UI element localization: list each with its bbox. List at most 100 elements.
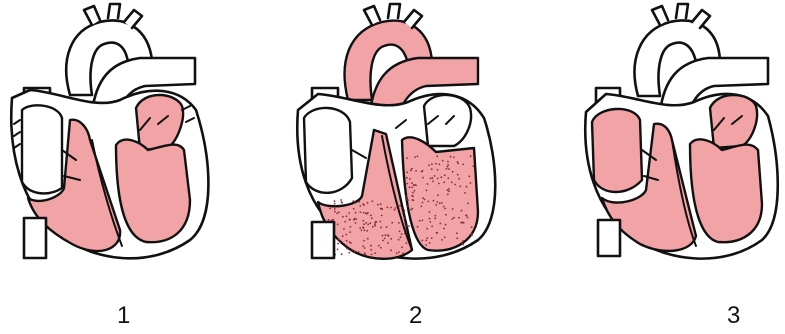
stipple-dot xyxy=(407,205,409,207)
stipple-dot xyxy=(374,225,376,227)
stipple-dot xyxy=(422,202,424,204)
stipple-dot xyxy=(341,201,343,203)
stipple-dot xyxy=(366,213,368,215)
stipple-dot xyxy=(425,240,427,242)
stipple-dot xyxy=(454,184,456,186)
stipple-dot xyxy=(447,194,449,196)
stipple-dot xyxy=(369,222,371,224)
stipple-dot xyxy=(453,156,455,158)
stipple-dot xyxy=(364,247,366,249)
stipple-dot xyxy=(399,230,401,232)
stipple-dot xyxy=(378,245,380,247)
stipple-dot xyxy=(460,222,462,224)
stipple-dot xyxy=(365,222,367,224)
stipple-dot xyxy=(380,227,382,229)
stipple-dot xyxy=(380,247,382,249)
stipple-dot xyxy=(398,222,400,224)
stipple-dot xyxy=(372,226,374,228)
stipple-dot xyxy=(364,230,366,232)
stipple-dot xyxy=(342,235,344,237)
stipple-dot xyxy=(435,215,437,217)
stipple-dot xyxy=(387,234,389,236)
stipple-dot xyxy=(422,240,424,242)
stipple-dot xyxy=(380,203,382,205)
stipple-dot xyxy=(399,205,401,207)
stipple-dot xyxy=(414,190,416,192)
stipple-dot xyxy=(444,208,446,210)
stipple-dot xyxy=(406,157,408,159)
stipple-dot xyxy=(422,197,424,199)
stipple-dot xyxy=(447,164,449,166)
stipple-dot xyxy=(431,168,433,170)
stipple-dot xyxy=(370,249,372,251)
stipple-dot xyxy=(363,240,365,242)
heart-diagram-3 xyxy=(578,0,785,290)
inferior-vena-cava xyxy=(598,220,620,256)
stipple-dot xyxy=(398,251,400,253)
stipple-dot xyxy=(371,217,373,219)
stipple-dot xyxy=(435,163,437,165)
stipple-dot xyxy=(433,200,435,202)
stipple-dot xyxy=(338,238,340,240)
stipple-dot xyxy=(411,199,413,201)
stipple-dot xyxy=(411,168,413,170)
heart-diagram-2 xyxy=(278,0,518,290)
stipple-dot xyxy=(436,232,438,234)
stipple-dot xyxy=(462,164,464,166)
stipple-dot xyxy=(422,177,424,179)
stipple-dot xyxy=(440,176,442,178)
stipple-dot xyxy=(354,201,356,203)
stipple-dot xyxy=(385,234,387,236)
stipple-dot xyxy=(348,252,350,254)
stipple-dot xyxy=(349,231,351,233)
stipple-dot xyxy=(448,190,450,192)
stipple-dot xyxy=(444,236,446,238)
stipple-dot xyxy=(381,208,383,210)
stipple-dot xyxy=(337,224,339,226)
stipple-dot xyxy=(436,201,438,203)
stipple-dot xyxy=(425,244,427,246)
stipple-dot xyxy=(406,177,408,179)
stipple-dot xyxy=(366,230,368,232)
stipple-dot xyxy=(451,181,453,183)
stipple-dot xyxy=(437,178,439,180)
stipple-dot xyxy=(346,234,348,236)
stipple-dot xyxy=(422,170,424,172)
stipple-dot xyxy=(405,195,407,197)
stipple-dot xyxy=(443,181,445,183)
stipple-dot xyxy=(352,249,354,251)
stipple-dot xyxy=(457,174,459,176)
stipple-dot xyxy=(419,220,421,222)
inferior-vena-cava xyxy=(24,218,46,258)
stipple-dot xyxy=(367,202,369,204)
stipple-dot xyxy=(355,212,357,214)
stipple-dot xyxy=(387,206,389,208)
stipple-dot xyxy=(396,252,398,254)
stipple-dot xyxy=(447,189,449,191)
stipple-dot xyxy=(406,171,408,173)
stipple-dot xyxy=(428,164,430,166)
stipple-dot xyxy=(367,224,369,226)
stipple-dot xyxy=(458,178,460,180)
stipple-dot xyxy=(349,219,351,221)
stipple-dot xyxy=(401,246,403,248)
stipple-dot xyxy=(442,160,444,162)
stipple-dot xyxy=(411,182,413,184)
stipple-dot xyxy=(434,218,436,220)
stipple-dot xyxy=(414,156,416,158)
stipple-dot xyxy=(462,222,464,224)
stipple-dot xyxy=(462,240,464,242)
stipple-dot xyxy=(390,249,392,251)
stipple-dot xyxy=(431,226,433,228)
stipple-dot xyxy=(342,216,344,218)
stipple-dot xyxy=(362,245,364,247)
stipple-dot xyxy=(334,200,336,202)
stipple-dot xyxy=(447,166,449,168)
stipple-dot xyxy=(456,232,458,234)
stipple-dot xyxy=(441,202,443,204)
stipple-dot xyxy=(447,177,449,179)
stipple-dot xyxy=(375,221,377,223)
stipple-dot xyxy=(471,235,473,237)
stipple-dot xyxy=(400,236,402,238)
stipple-dot xyxy=(465,214,467,216)
